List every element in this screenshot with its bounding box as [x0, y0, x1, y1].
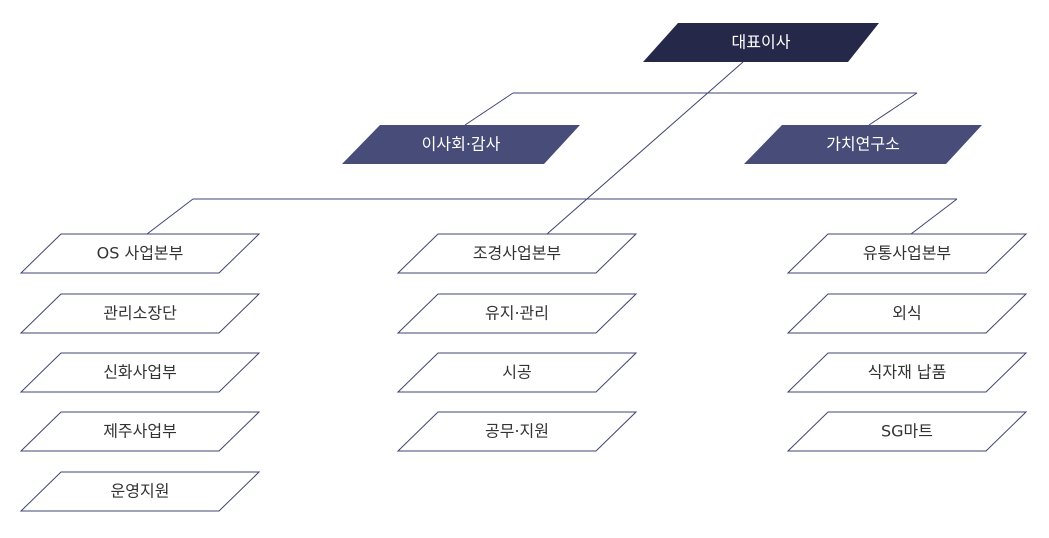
- institute-node: 가치연구소: [744, 125, 982, 164]
- division-landscape-title: 조경사업본부: [473, 244, 561, 263]
- board-node: 이사회·감사: [342, 125, 580, 164]
- unit-box: [786, 352, 1028, 393]
- connector-division-dist: [910, 198, 958, 235]
- connector-board: [464, 92, 514, 126]
- division-os-box: [19, 233, 261, 274]
- unit-box: [396, 411, 638, 452]
- unit-label: 관리소장단: [103, 304, 177, 323]
- unit-label: 운영지원: [111, 482, 170, 501]
- unit-label: 제주사업부: [103, 422, 177, 441]
- unit-box: [19, 411, 261, 452]
- board-label: 이사회·감사: [422, 135, 501, 154]
- unit-label: SG마트: [881, 422, 933, 441]
- institute-box: [744, 125, 982, 164]
- division-landscape-box: [396, 233, 638, 274]
- connector-division-os: [146, 198, 194, 235]
- board-box: [342, 125, 580, 164]
- unit-box: [786, 293, 1028, 334]
- connector-institute: [868, 92, 918, 126]
- ceo-box: [643, 23, 879, 62]
- unit-box: [19, 352, 261, 393]
- unit-box: [19, 293, 261, 334]
- unit-label: 신화사업부: [103, 363, 177, 382]
- unit-label: 시공: [502, 363, 531, 382]
- unit-label: 외식: [892, 304, 921, 323]
- connector-ceo-main: [546, 61, 744, 235]
- unit-box: [396, 352, 638, 393]
- division-landscape: 조경사업본부 유지·관리 시공 공무·지원: [396, 233, 638, 452]
- unit-label: 공무·지원: [485, 422, 549, 441]
- ceo-node: 대표이사: [643, 23, 879, 62]
- institute-label: 가치연구소: [826, 135, 900, 154]
- ceo-label: 대표이사: [732, 33, 791, 52]
- connector-lines: [146, 61, 958, 235]
- unit-label: 식자재 납품: [868, 363, 947, 382]
- unit-label: 유지·관리: [485, 304, 549, 323]
- division-distribution: 유통사업본부 외식 식자재 납품 SG마트: [786, 233, 1028, 452]
- unit-box: [396, 293, 638, 334]
- division-os-title: OS 사업본부: [97, 244, 184, 263]
- unit-box: [19, 471, 261, 512]
- division-distribution-title: 유통사업본부: [863, 244, 951, 263]
- division-distribution-box: [786, 233, 1028, 274]
- division-os: OS 사업본부 관리소장단 신화사업부 제주사업부 운영지원: [19, 233, 261, 512]
- unit-box: [786, 411, 1028, 452]
